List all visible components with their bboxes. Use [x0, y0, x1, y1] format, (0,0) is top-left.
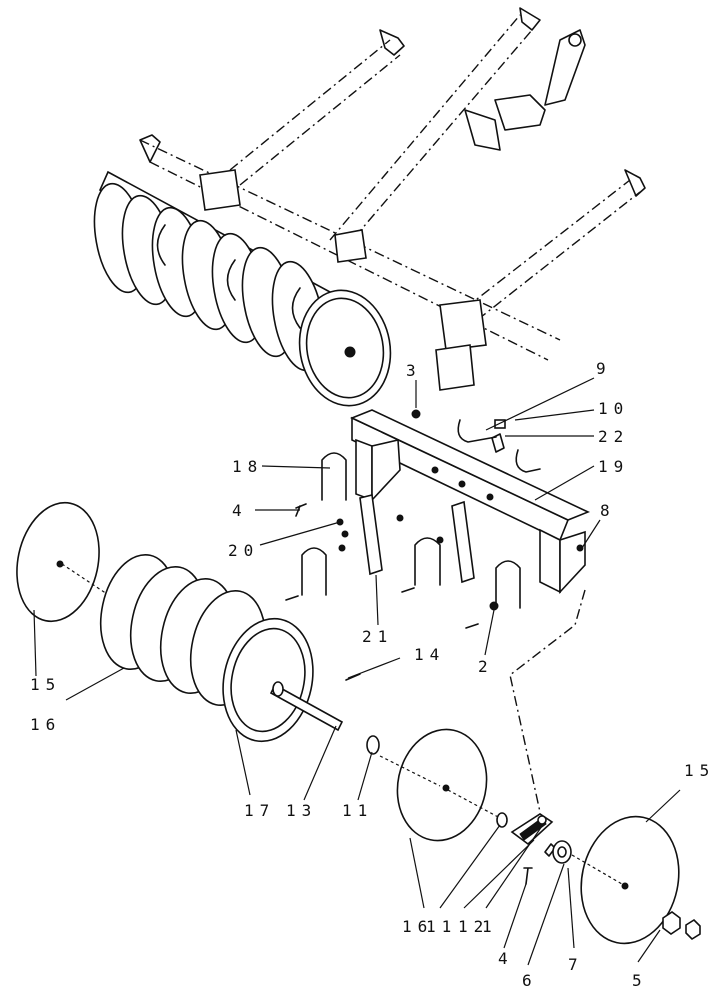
gang-frame-assembly: [349, 409, 591, 595]
callout-4-left: 4: [232, 501, 248, 520]
callout-17: 17: [244, 801, 275, 820]
hardware-small: [285, 409, 506, 681]
callout-10: 10: [598, 399, 629, 418]
callout-15-left: 15: [30, 675, 61, 694]
callout-18: 18: [232, 457, 263, 476]
callout-4-bottom: 4: [498, 949, 514, 968]
callout-labels: 3 9 10 22 18 19 4 8 20 21 14 2 15 16 17 …: [30, 359, 712, 990]
callout-3: 3: [406, 361, 422, 380]
callout-6: 6: [522, 971, 538, 990]
left-disk-stack: [16, 501, 344, 743]
callout-11-left: 11: [342, 801, 373, 820]
callout-16-left: 16: [30, 715, 61, 734]
callout-12: 12: [458, 917, 489, 936]
callout-8: 8: [600, 501, 616, 520]
callout-22: 22: [598, 427, 629, 446]
frame-overview-assembly: [93, 7, 646, 407]
lower-exploded-parts: [366, 589, 701, 945]
callout-9: 9: [596, 359, 612, 378]
callout-19: 19: [598, 457, 629, 476]
callout-21: 21: [362, 627, 393, 646]
leader-lines: [33, 377, 681, 966]
callout-20: 20: [228, 541, 259, 560]
callout-1: 1: [482, 917, 498, 936]
callout-14: 14: [414, 645, 445, 664]
callout-2: 2: [478, 657, 494, 676]
u-bolts: [301, 419, 541, 609]
callout-15-right: 15: [684, 761, 712, 780]
callout-16-right: 16: [402, 917, 433, 936]
callout-11-right: 11: [426, 917, 457, 936]
callout-13: 13: [286, 801, 317, 820]
callout-7: 7: [568, 955, 584, 974]
disk-gang-overview: [93, 182, 392, 407]
callout-5: 5: [632, 971, 648, 990]
